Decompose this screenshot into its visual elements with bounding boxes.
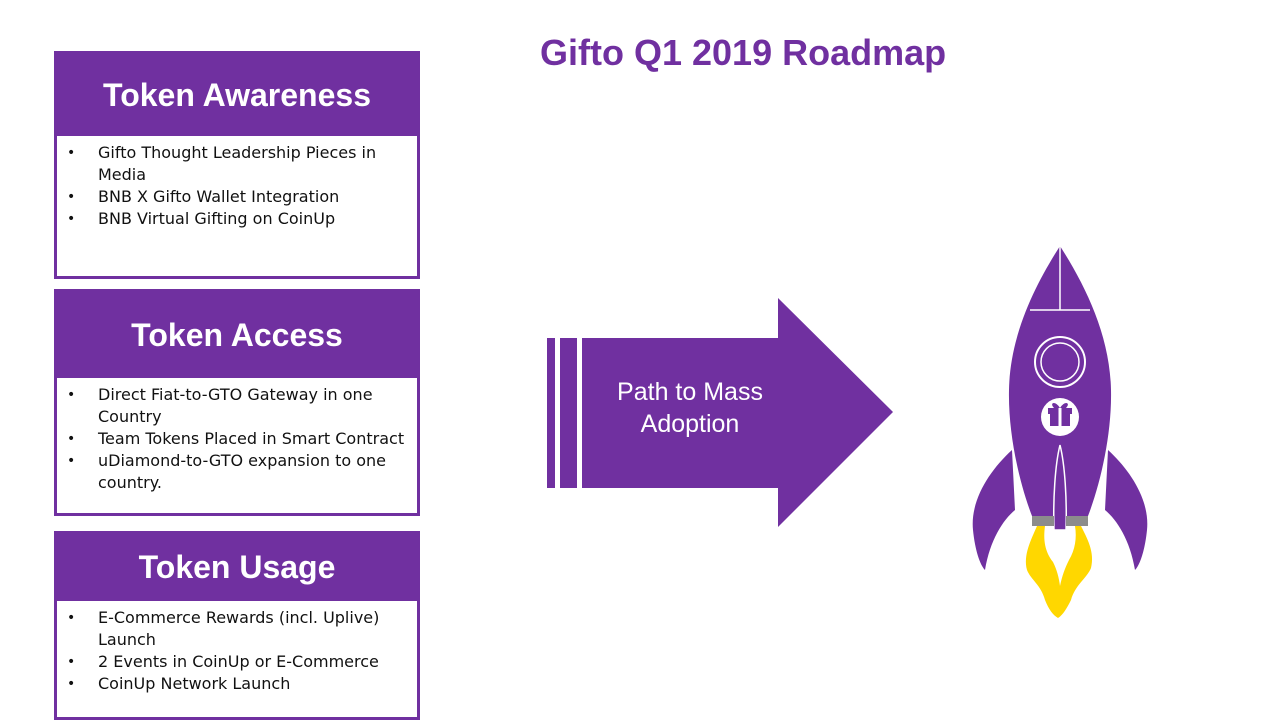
list-item: Gifto Thought Leadership Pieces in Media <box>67 142 407 186</box>
bullet-list: E-Commerce Rewards (incl. Uplive) Launch… <box>67 607 407 695</box>
list-item: 2 Events in CoinUp or E-Commerce <box>67 651 407 673</box>
list-item: Direct Fiat-to-GTO Gateway in one Countr… <box>67 384 407 428</box>
bullet-list: Direct Fiat-to-GTO Gateway in one Countr… <box>67 384 407 494</box>
arrow-label: Path to Mass Adoption <box>595 376 785 440</box>
rocket-icon <box>972 246 1148 618</box>
card-token-awareness: Token Awareness Gifto Thought Leadership… <box>54 51 420 279</box>
card-body: Gifto Thought Leadership Pieces in Media… <box>57 136 417 230</box>
card-body: E-Commerce Rewards (incl. Uplive) Launch… <box>57 601 417 695</box>
list-item: Team Tokens Placed in Smart Contract <box>67 428 407 450</box>
page-title: Gifto Q1 2019 Roadmap <box>540 32 947 73</box>
bullet-list: Gifto Thought Leadership Pieces in Media… <box>67 142 407 230</box>
card-token-access: Token Access Direct Fiat-to-GTO Gateway … <box>54 289 420 516</box>
right-arrow-icon <box>547 298 893 527</box>
gift-icon <box>1041 398 1079 436</box>
card-body: Direct Fiat-to-GTO Gateway in one Countr… <box>57 378 417 494</box>
list-item: BNB X Gifto Wallet Integration <box>67 186 407 208</box>
list-item: BNB Virtual Gifting on CoinUp <box>67 208 407 230</box>
list-item: E-Commerce Rewards (incl. Uplive) Launch <box>67 607 407 651</box>
list-item: CoinUp Network Launch <box>67 673 407 695</box>
list-item: uDiamond-to-GTO expansion to one country… <box>67 450 407 494</box>
card-heading: Token Usage <box>57 534 417 601</box>
card-heading: Token Access <box>57 292 417 378</box>
card-token-usage: Token Usage E-Commerce Rewards (incl. Up… <box>54 531 420 720</box>
arrow-label-line: Adoption <box>640 410 740 438</box>
card-heading: Token Awareness <box>57 54 417 136</box>
arrow-label-line: Path to Mass <box>617 378 763 406</box>
